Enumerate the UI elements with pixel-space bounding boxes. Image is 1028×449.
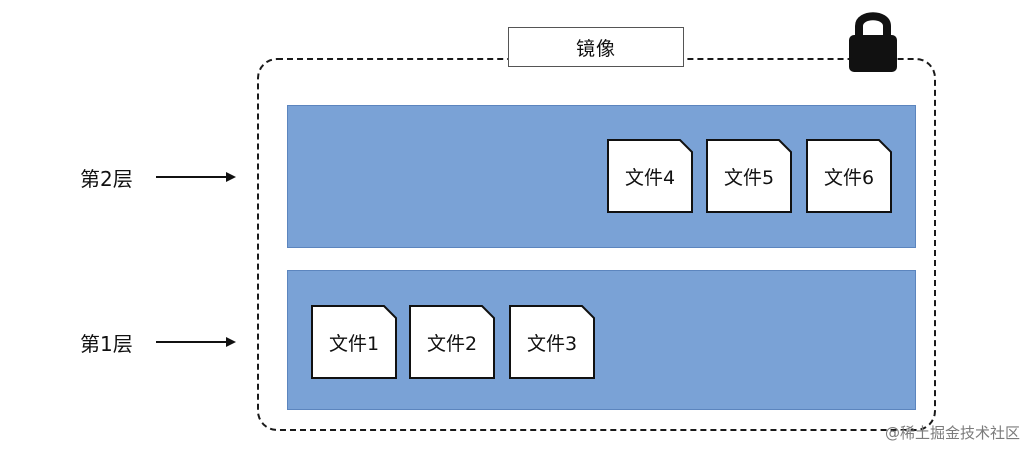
file-label: 文件2 [426, 332, 478, 355]
file-6: 文件6 [806, 139, 892, 213]
lock-icon [849, 12, 897, 72]
file-icon [607, 139, 693, 213]
file-1: 文件1 [311, 305, 397, 379]
arrow-right-icon [156, 172, 236, 182]
file-label: 文件4 [624, 166, 676, 189]
file-icon [806, 139, 892, 213]
file-label: 文件3 [526, 332, 578, 355]
file-5: 文件5 [706, 139, 792, 213]
file-icon [311, 305, 397, 379]
file-icon [409, 305, 495, 379]
file-icon [706, 139, 792, 213]
file-2: 文件2 [409, 305, 495, 379]
file-label: 文件5 [723, 166, 775, 189]
layer-1-label: 第1层 [80, 331, 133, 356]
file-label: 文件6 [823, 166, 875, 189]
watermark: @稀土掘金技术社区 [884, 424, 1020, 442]
file-label: 文件1 [328, 332, 380, 355]
file-3: 文件3 [509, 305, 595, 379]
arrow-right-icon [156, 337, 236, 347]
layer-2-label: 第2层 [80, 166, 133, 191]
file-4: 文件4 [607, 139, 693, 213]
file-icon [509, 305, 595, 379]
image-title: 镜像 [508, 27, 684, 67]
